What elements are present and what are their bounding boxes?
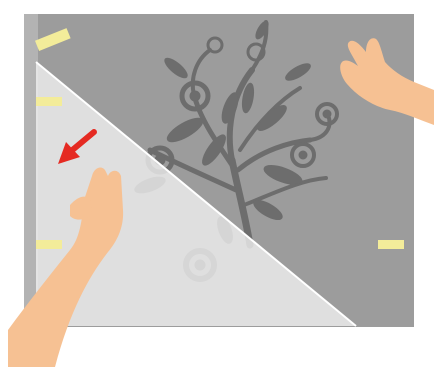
tape-left-lower xyxy=(36,240,62,249)
board-left-edge xyxy=(24,14,38,327)
tape-left-upper xyxy=(36,97,62,106)
tape-right xyxy=(378,240,404,249)
